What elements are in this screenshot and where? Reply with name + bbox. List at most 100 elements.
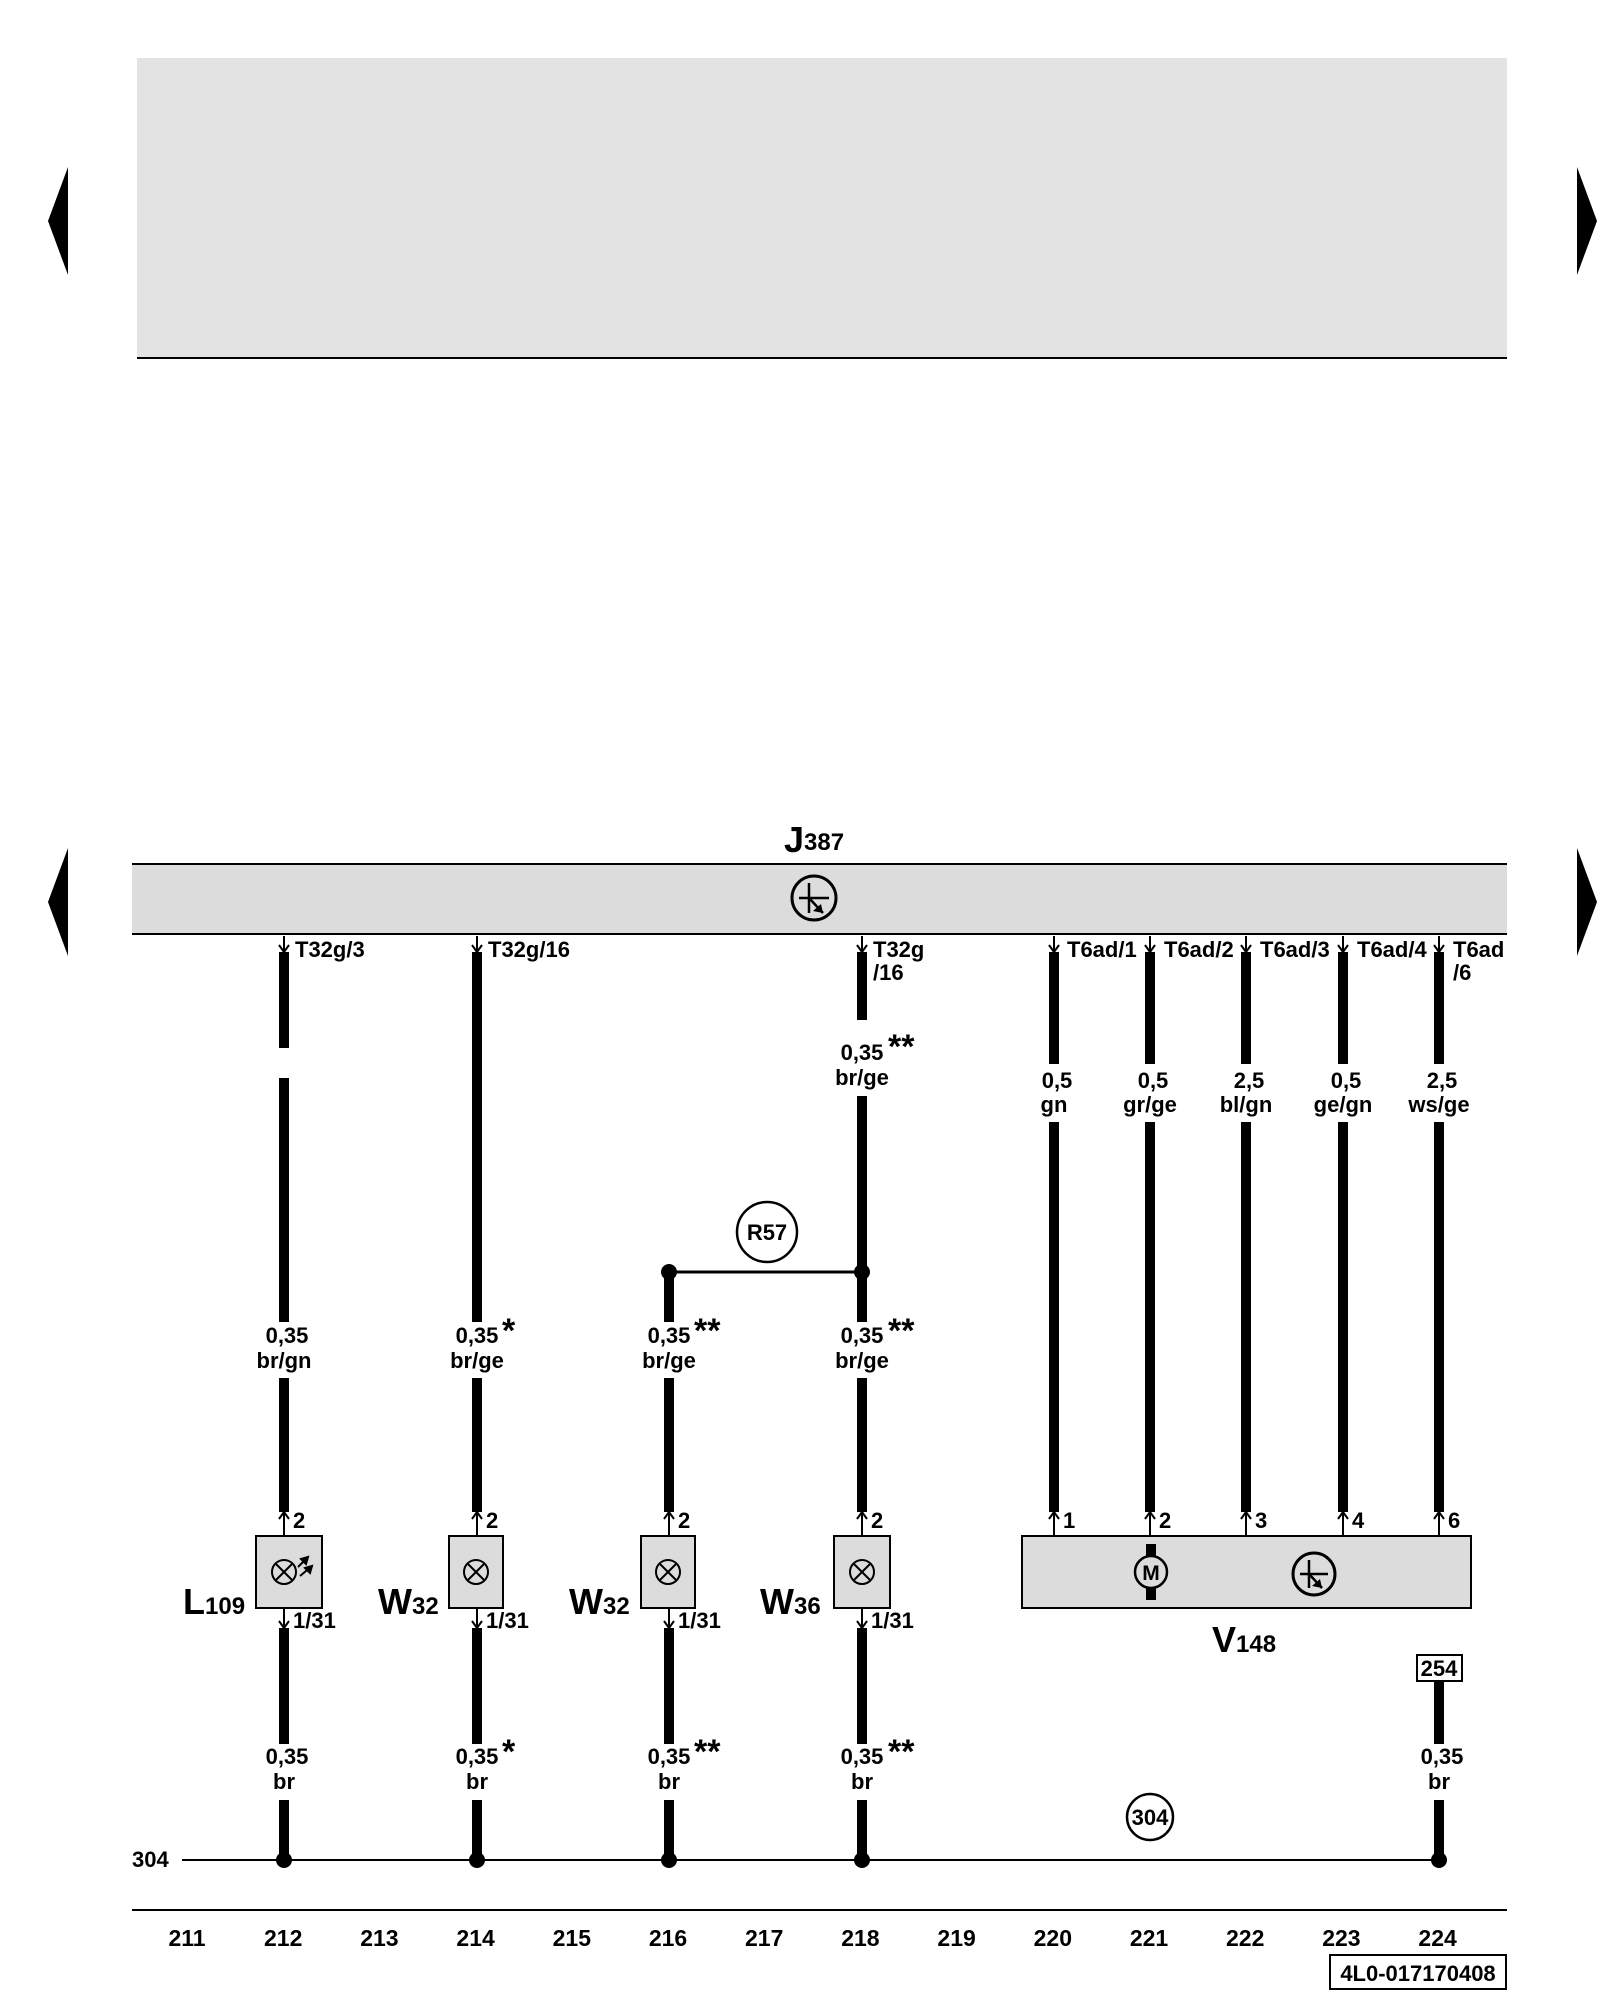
w32b-component — [640, 1535, 696, 1609]
wire-224-bot-color: br — [1428, 1769, 1450, 1794]
wire-216-bot-size: 0,35 — [648, 1744, 691, 1769]
pin-v148-2: 2 — [1159, 1508, 1171, 1533]
wire-221-size: 0,5 — [1138, 1068, 1169, 1093]
wire-222-size: 2,5 — [1234, 1068, 1265, 1093]
pin-v148-4: 4 — [1352, 1508, 1365, 1533]
r57-node-right — [854, 1264, 870, 1280]
ground-nodes — [276, 1852, 1447, 1868]
wire-212-mid-size: 0,35 — [266, 1323, 309, 1348]
doc-id-label: 4L0-017170408 — [1340, 1961, 1495, 1986]
wire-224-color: ws/ge — [1407, 1092, 1469, 1117]
pin-v148-3: 3 — [1255, 1508, 1267, 1533]
doc-id-box — [1329, 1954, 1507, 1990]
pin-w32a-bottom: 1/31 — [486, 1608, 529, 1633]
wire-214-bot-color: br — [466, 1769, 488, 1794]
prev-diagram-icon[interactable] — [48, 848, 68, 956]
pin-w32a-top: 2 — [486, 1508, 498, 1533]
wire-212-bot-size: 0,35 — [266, 1744, 309, 1769]
w32b-label: W32 — [569, 1581, 630, 1622]
w36-label: W36 — [760, 1581, 821, 1622]
pin-v148-1: 1 — [1063, 1508, 1075, 1533]
next-diagram-icon[interactable] — [1577, 848, 1597, 956]
pin-224-label-2: /6 — [1453, 960, 1471, 985]
pin-218-label: T32g — [873, 937, 924, 962]
wire-222-color: bl/gn — [1220, 1092, 1273, 1117]
pin-w36-top: 2 — [871, 1508, 883, 1533]
wire-214-bot-mark: * — [502, 1733, 516, 1771]
lamp-icon — [849, 1559, 875, 1585]
column-number: 223 — [1322, 1925, 1360, 1951]
lamp-icon — [271, 1559, 297, 1585]
pin-223-label: T6ad/4 — [1357, 937, 1427, 962]
r57-node-left — [661, 1264, 677, 1280]
column-number: 214 — [456, 1925, 495, 1951]
wire-218-mid-mark: ** — [888, 1312, 915, 1350]
pin-220-label: T6ad/1 — [1067, 937, 1137, 962]
ref-box-254 — [1416, 1654, 1463, 1682]
column-number: 218 — [841, 1925, 880, 1951]
pin-l109-top: 2 — [293, 1508, 305, 1533]
pin-l109-bottom: 1/31 — [293, 1608, 336, 1633]
component-top-pin-arrows — [278, 1510, 1445, 1536]
column-number: 222 — [1226, 1925, 1264, 1951]
wire-212-bot-color: br — [273, 1769, 295, 1794]
r57-label: R57 — [747, 1220, 787, 1245]
lamp-icon — [655, 1559, 681, 1585]
wire-223-color: ge/gn — [1314, 1092, 1373, 1117]
wire-218-bot-mark: ** — [888, 1733, 915, 1771]
wire-223-size: 0,5 — [1331, 1068, 1362, 1093]
wire-218-top-color: br/ge — [835, 1065, 889, 1090]
column-number: 215 — [553, 1925, 592, 1951]
v148-label: V148 — [1212, 1619, 1276, 1660]
ref-box-254-label: 254 — [1421, 1656, 1458, 1681]
pin-224-label: T6ad — [1453, 937, 1504, 962]
pin-w32b-bottom: 1/31 — [678, 1608, 721, 1633]
column-number: 212 — [264, 1925, 302, 1951]
control-unit-symbol-icon — [1291, 1551, 1337, 1597]
pin-218-label-2: /16 — [873, 960, 904, 985]
wire-214-mid-mark: * — [502, 1312, 516, 1350]
wire-216-mid-size: 0,35 — [648, 1323, 691, 1348]
motor-label: M — [1142, 1562, 1160, 1585]
wire-216-bot-color: br — [658, 1769, 680, 1794]
header-panel — [137, 58, 1507, 357]
wire-218-bot-size: 0,35 — [841, 1744, 884, 1769]
v148-component: M — [1021, 1535, 1472, 1609]
wire-212-mid-color: br/gn — [257, 1348, 312, 1373]
r57-circle — [735, 1200, 799, 1264]
wire-216-mid-color: br/ge — [642, 1348, 696, 1373]
wire-214-mid-size: 0,35 — [456, 1323, 499, 1348]
motor-icon — [1133, 1554, 1169, 1590]
controller-label: J387 — [784, 819, 844, 860]
wire-214-bot-size: 0,35 — [456, 1744, 499, 1769]
column-number: 220 — [1034, 1925, 1072, 1951]
light-rays-icon — [297, 1555, 314, 1577]
ground-circle-304-label: 304 — [1132, 1805, 1169, 1830]
column-number: 213 — [360, 1925, 398, 1951]
wire-220-size: 0,5 — [1042, 1068, 1073, 1093]
wire-216-bot-mark: ** — [694, 1733, 721, 1771]
prev-page-icon[interactable] — [48, 167, 68, 275]
column-number: 219 — [937, 1925, 975, 1951]
column-number: 211 — [168, 1925, 205, 1951]
wire-218-bot-color: br — [851, 1769, 873, 1794]
wire-218-top-mark: ** — [888, 1028, 915, 1066]
ground-circle-304 — [1125, 1792, 1175, 1842]
l109-component — [255, 1535, 323, 1609]
ground-left-label: 304 — [132, 1847, 169, 1872]
wire-221-color: gr/ge — [1123, 1092, 1177, 1117]
column-number: 216 — [649, 1925, 687, 1951]
lamp-icon — [463, 1559, 489, 1585]
pin-w32b-top: 2 — [678, 1508, 690, 1533]
wire-224-size: 2,5 — [1427, 1068, 1458, 1093]
next-page-icon[interactable] — [1577, 167, 1597, 275]
wire-218-mid-size: 0,35 — [841, 1323, 884, 1348]
wire-216-mid-mark: ** — [694, 1312, 721, 1350]
pin-222-label: T6ad/3 — [1260, 937, 1330, 962]
component-bottom-pin-arrows — [278, 1608, 868, 1630]
pin-221-label: T6ad/2 — [1164, 937, 1234, 962]
controller-pin-arrows — [278, 936, 1445, 954]
l109-label: L109 — [183, 1581, 245, 1622]
w32a-label: W32 — [378, 1581, 439, 1622]
